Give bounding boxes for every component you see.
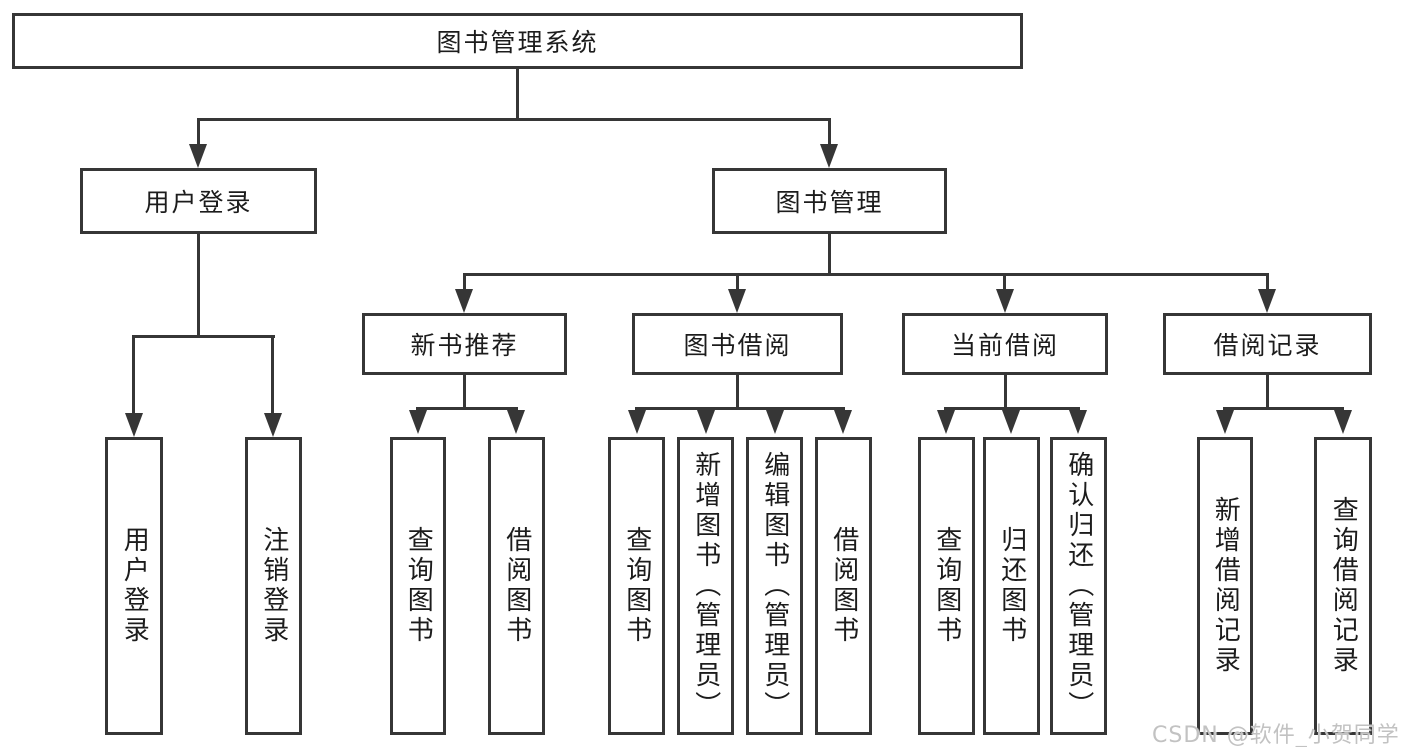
arrowhead-down xyxy=(1216,410,1234,434)
leaf-borrow-books-borrowing: 借阅图书 xyxy=(815,437,872,735)
node-user-login-branch: 用户登录 xyxy=(80,168,317,234)
connector-root-stem xyxy=(516,69,519,118)
node-label: 查询图书 xyxy=(621,526,652,646)
connector-borrow-records-bus xyxy=(1223,407,1344,410)
node-label: 查询图书 xyxy=(403,526,434,646)
connector-current-borrow-bus xyxy=(944,407,1080,410)
node-label: 新书推荐 xyxy=(410,331,519,360)
arrowhead-down xyxy=(1334,410,1352,434)
connector-to-leaf-user-login xyxy=(132,335,135,415)
leaf-confirm-return-admin: 确认归还（管理员） xyxy=(1050,437,1107,735)
node-label: 新增图书（管理员） xyxy=(690,451,721,721)
arrowhead-down xyxy=(264,413,282,437)
arrowhead-down xyxy=(697,410,715,434)
connector-user-login-stem xyxy=(197,234,200,338)
node-label: 借阅图书 xyxy=(501,526,532,646)
connector-new-book-bus xyxy=(416,407,518,410)
arrowhead-down xyxy=(189,144,207,168)
connector-to-book-mgmt xyxy=(828,118,831,146)
arrowhead-down xyxy=(834,410,852,434)
connector-borrow-records-stem xyxy=(1266,375,1269,410)
node-label: 用户登录 xyxy=(119,526,150,646)
arrowhead-down xyxy=(996,289,1014,313)
leaf-query-books-borrowing: 查询图书 xyxy=(608,437,665,735)
connector-book-mgmt-stem xyxy=(828,234,831,276)
leaf-return-books: 归还图书 xyxy=(983,437,1040,735)
node-label: 当前借阅 xyxy=(950,331,1059,360)
arrowhead-down xyxy=(820,144,838,168)
leaf-user-login: 用户登录 xyxy=(105,437,163,735)
node-current-borrowing: 当前借阅 xyxy=(902,313,1108,375)
leaf-edit-book-admin: 编辑图书（管理员） xyxy=(746,437,803,735)
connector-book-mgmt-bus xyxy=(463,273,1269,276)
node-label: 新增借阅记录 xyxy=(1210,496,1241,676)
arrowhead-down xyxy=(409,410,427,434)
leaf-query-books-recommend: 查询图书 xyxy=(390,437,446,735)
leaf-query-borrow-record: 查询借阅记录 xyxy=(1314,437,1372,735)
arrowhead-down xyxy=(125,413,143,437)
arrowhead-down xyxy=(1258,289,1276,313)
node-label: 归还图书 xyxy=(996,526,1027,646)
connector-to-user-login xyxy=(197,118,200,146)
arrowhead-down xyxy=(507,410,525,434)
arrowhead-down xyxy=(937,410,955,434)
leaf-query-books-current: 查询图书 xyxy=(918,437,975,735)
node-label: 注销登录 xyxy=(258,526,289,646)
node-label: 确认归还（管理员） xyxy=(1063,451,1094,721)
node-borrowing-records: 借阅记录 xyxy=(1163,313,1372,375)
leaf-logout: 注销登录 xyxy=(245,437,302,735)
connector-root-bus xyxy=(197,118,831,121)
node-book-borrowing: 图书借阅 xyxy=(632,313,843,375)
connector-to-new-book xyxy=(463,273,466,291)
connector-new-book-stem xyxy=(463,375,466,410)
leaf-borrow-books-recommend: 借阅图书 xyxy=(488,437,545,735)
node-new-book-recommend: 新书推荐 xyxy=(362,313,567,375)
connector-book-borrow-stem xyxy=(736,375,739,410)
node-label: 图书管理系统 xyxy=(436,28,599,57)
connector-to-leaf-logout xyxy=(271,335,274,415)
connector-book-borrow-bus xyxy=(635,407,845,410)
node-label: 查询借阅记录 xyxy=(1328,496,1359,676)
leaf-add-borrow-record: 新增借阅记录 xyxy=(1197,437,1253,735)
node-label: 查询图书 xyxy=(931,526,962,646)
connector-to-borrow-records xyxy=(1266,273,1269,291)
node-library-system: 图书管理系统 xyxy=(12,13,1023,69)
arrowhead-down xyxy=(455,289,473,313)
arrowhead-down xyxy=(628,410,646,434)
arrowhead-down xyxy=(1002,410,1020,434)
csdn-watermark: CSDN @软件_小贺同学 xyxy=(1152,723,1400,747)
arrowhead-down xyxy=(1069,410,1087,434)
node-label: 借阅图书 xyxy=(828,526,859,646)
leaf-add-book-admin: 新增图书（管理员） xyxy=(677,437,734,735)
connector-to-current-borrow xyxy=(1003,273,1006,291)
node-label: 借阅记录 xyxy=(1213,331,1322,360)
node-book-management: 图书管理 xyxy=(712,168,947,234)
connector-to-book-borrow xyxy=(736,273,739,291)
node-label: 图书管理 xyxy=(775,188,884,217)
connector-current-borrow-stem xyxy=(1004,375,1007,410)
node-label: 编辑图书（管理员） xyxy=(759,451,790,721)
node-label: 图书借阅 xyxy=(683,331,792,360)
arrowhead-down xyxy=(766,410,784,434)
connector-user-login-bus xyxy=(132,335,275,338)
arrowhead-down xyxy=(728,289,746,313)
node-label: 用户登录 xyxy=(144,188,253,217)
